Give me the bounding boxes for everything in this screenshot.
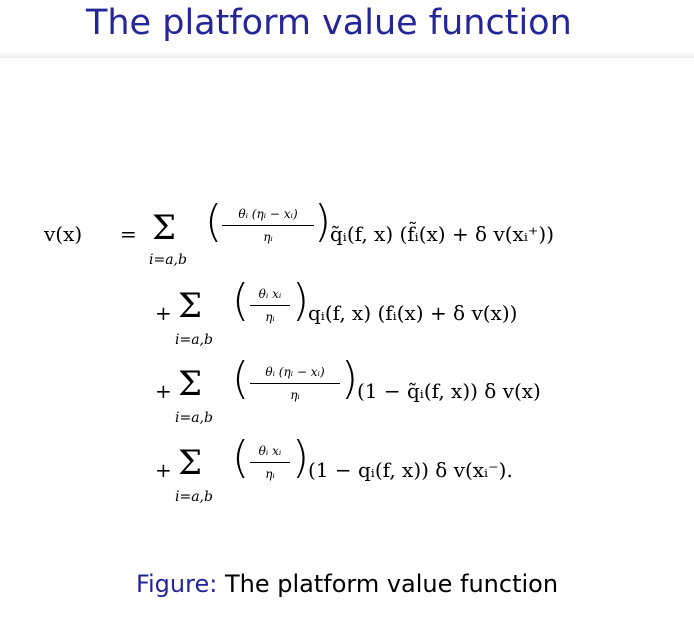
plus-sign: + bbox=[155, 379, 172, 403]
term-body: (1 − q̃ᵢ(f, x)) δ v(x) bbox=[357, 379, 541, 403]
caption-label: Figure: bbox=[135, 570, 218, 598]
fraction-denominator: ηᵢ bbox=[265, 467, 275, 481]
fraction-denominator: ηᵢ bbox=[290, 388, 300, 402]
plus-sign: + bbox=[155, 458, 172, 482]
fraction-bar bbox=[222, 225, 314, 226]
term-body: qᵢ(f, x) (fᵢ(x) + δ v(x)) bbox=[308, 301, 518, 325]
value-function-equation: v(x) = Σ i=a,b ( θᵢ (ηᵢ − xᵢ) ηᵢ ) q̃ᵢ(f… bbox=[44, 196, 555, 505]
right-paren: ) bbox=[292, 432, 310, 483]
left-paren: ( bbox=[205, 196, 223, 247]
equals-sign: = bbox=[120, 222, 137, 246]
right-paren: ) bbox=[292, 275, 310, 326]
fraction-numerator: θᵢ xᵢ bbox=[258, 287, 282, 301]
summation-index: i=a,b bbox=[175, 332, 213, 348]
fraction-denominator: ηᵢ bbox=[263, 230, 273, 244]
left-paren: ( bbox=[232, 275, 250, 326]
fraction-numerator: θᵢ xᵢ bbox=[258, 444, 282, 458]
slide-title: The platform value function bbox=[86, 3, 572, 43]
plus-sign: + bbox=[155, 301, 172, 325]
left-paren: ( bbox=[232, 432, 250, 483]
figure-caption: Figure: The platform value function bbox=[0, 570, 694, 598]
summation-symbol: Σ bbox=[152, 208, 177, 248]
fraction-numerator: θᵢ (ηᵢ − xᵢ) bbox=[265, 365, 325, 379]
term-body: q̃ᵢ(f, x) (f̃ᵢ(x) + δ v(xᵢ⁺)) bbox=[330, 222, 555, 246]
equation-lhs: v(x) bbox=[44, 222, 83, 246]
summation-symbol: Σ bbox=[178, 443, 203, 483]
fraction-bar bbox=[250, 462, 290, 463]
summation-index: i=a,b bbox=[149, 252, 187, 268]
term-body: (1 − qᵢ(f, x)) δ v(xᵢ⁻). bbox=[308, 458, 513, 482]
title-bar: The platform value function bbox=[0, 0, 694, 58]
summation-symbol: Σ bbox=[178, 364, 203, 404]
fraction-bar bbox=[250, 305, 290, 306]
summation-index: i=a,b bbox=[175, 489, 213, 505]
fraction-denominator: ηᵢ bbox=[265, 310, 275, 324]
fraction-bar bbox=[250, 383, 340, 384]
caption-text: The platform value function bbox=[224, 570, 559, 598]
left-paren: ( bbox=[232, 353, 250, 404]
summation-index: i=a,b bbox=[175, 410, 213, 426]
right-paren: ) bbox=[341, 353, 359, 404]
right-paren: ) bbox=[314, 196, 332, 247]
fraction-numerator: θᵢ (ηᵢ − xᵢ) bbox=[238, 207, 298, 221]
summation-symbol: Σ bbox=[178, 286, 203, 326]
